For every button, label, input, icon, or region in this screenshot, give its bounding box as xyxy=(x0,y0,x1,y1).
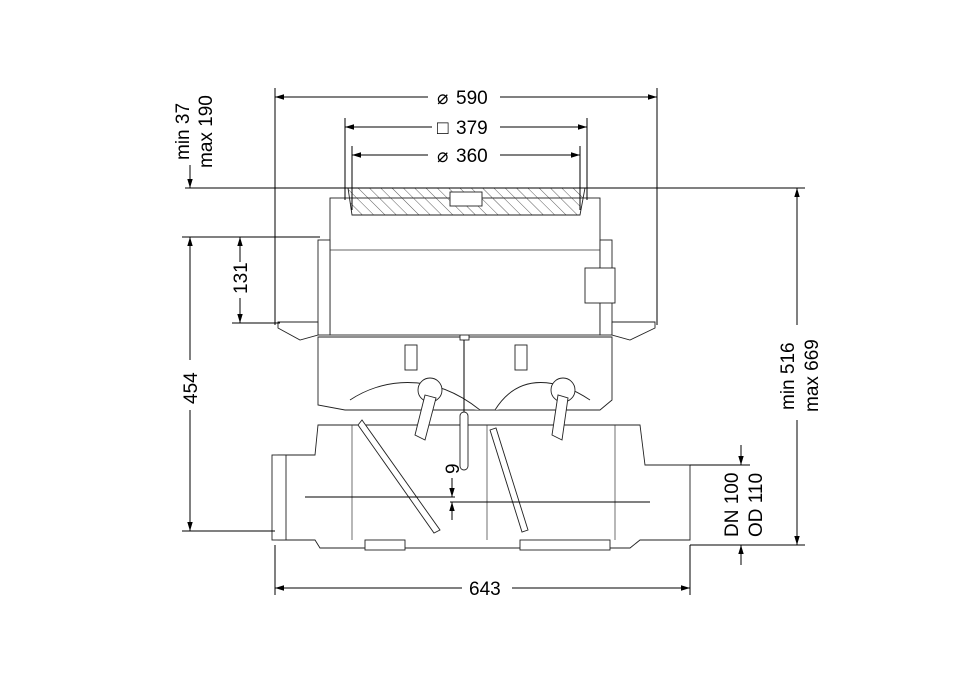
dim-pipe-dn: DN 100 xyxy=(722,473,743,537)
dim-total-max: max 669 xyxy=(802,339,823,412)
dim-outer-diameter: 590 xyxy=(456,88,488,109)
diameter-symbol: ⌀ xyxy=(437,88,448,109)
backwater-valve-body xyxy=(271,187,691,551)
dim-cover-max: max 190 xyxy=(196,95,217,168)
dim-offset: 9 xyxy=(443,463,464,474)
dim-cover-min: min 37 xyxy=(173,103,194,160)
dim-total-min: min 516 xyxy=(778,342,799,410)
dim-inner-diameter: 360 xyxy=(456,146,488,167)
diameter-symbol: ⌀ xyxy=(437,146,448,167)
dim-length: 643 xyxy=(469,579,501,600)
dim-upper-height: 131 xyxy=(231,262,252,294)
dimension-lines xyxy=(182,88,805,595)
square-symbol: □ xyxy=(437,118,449,139)
dim-pipe-od: OD 110 xyxy=(746,473,767,537)
dim-square-size: 379 xyxy=(456,118,488,139)
dim-body-height: 454 xyxy=(181,372,202,404)
